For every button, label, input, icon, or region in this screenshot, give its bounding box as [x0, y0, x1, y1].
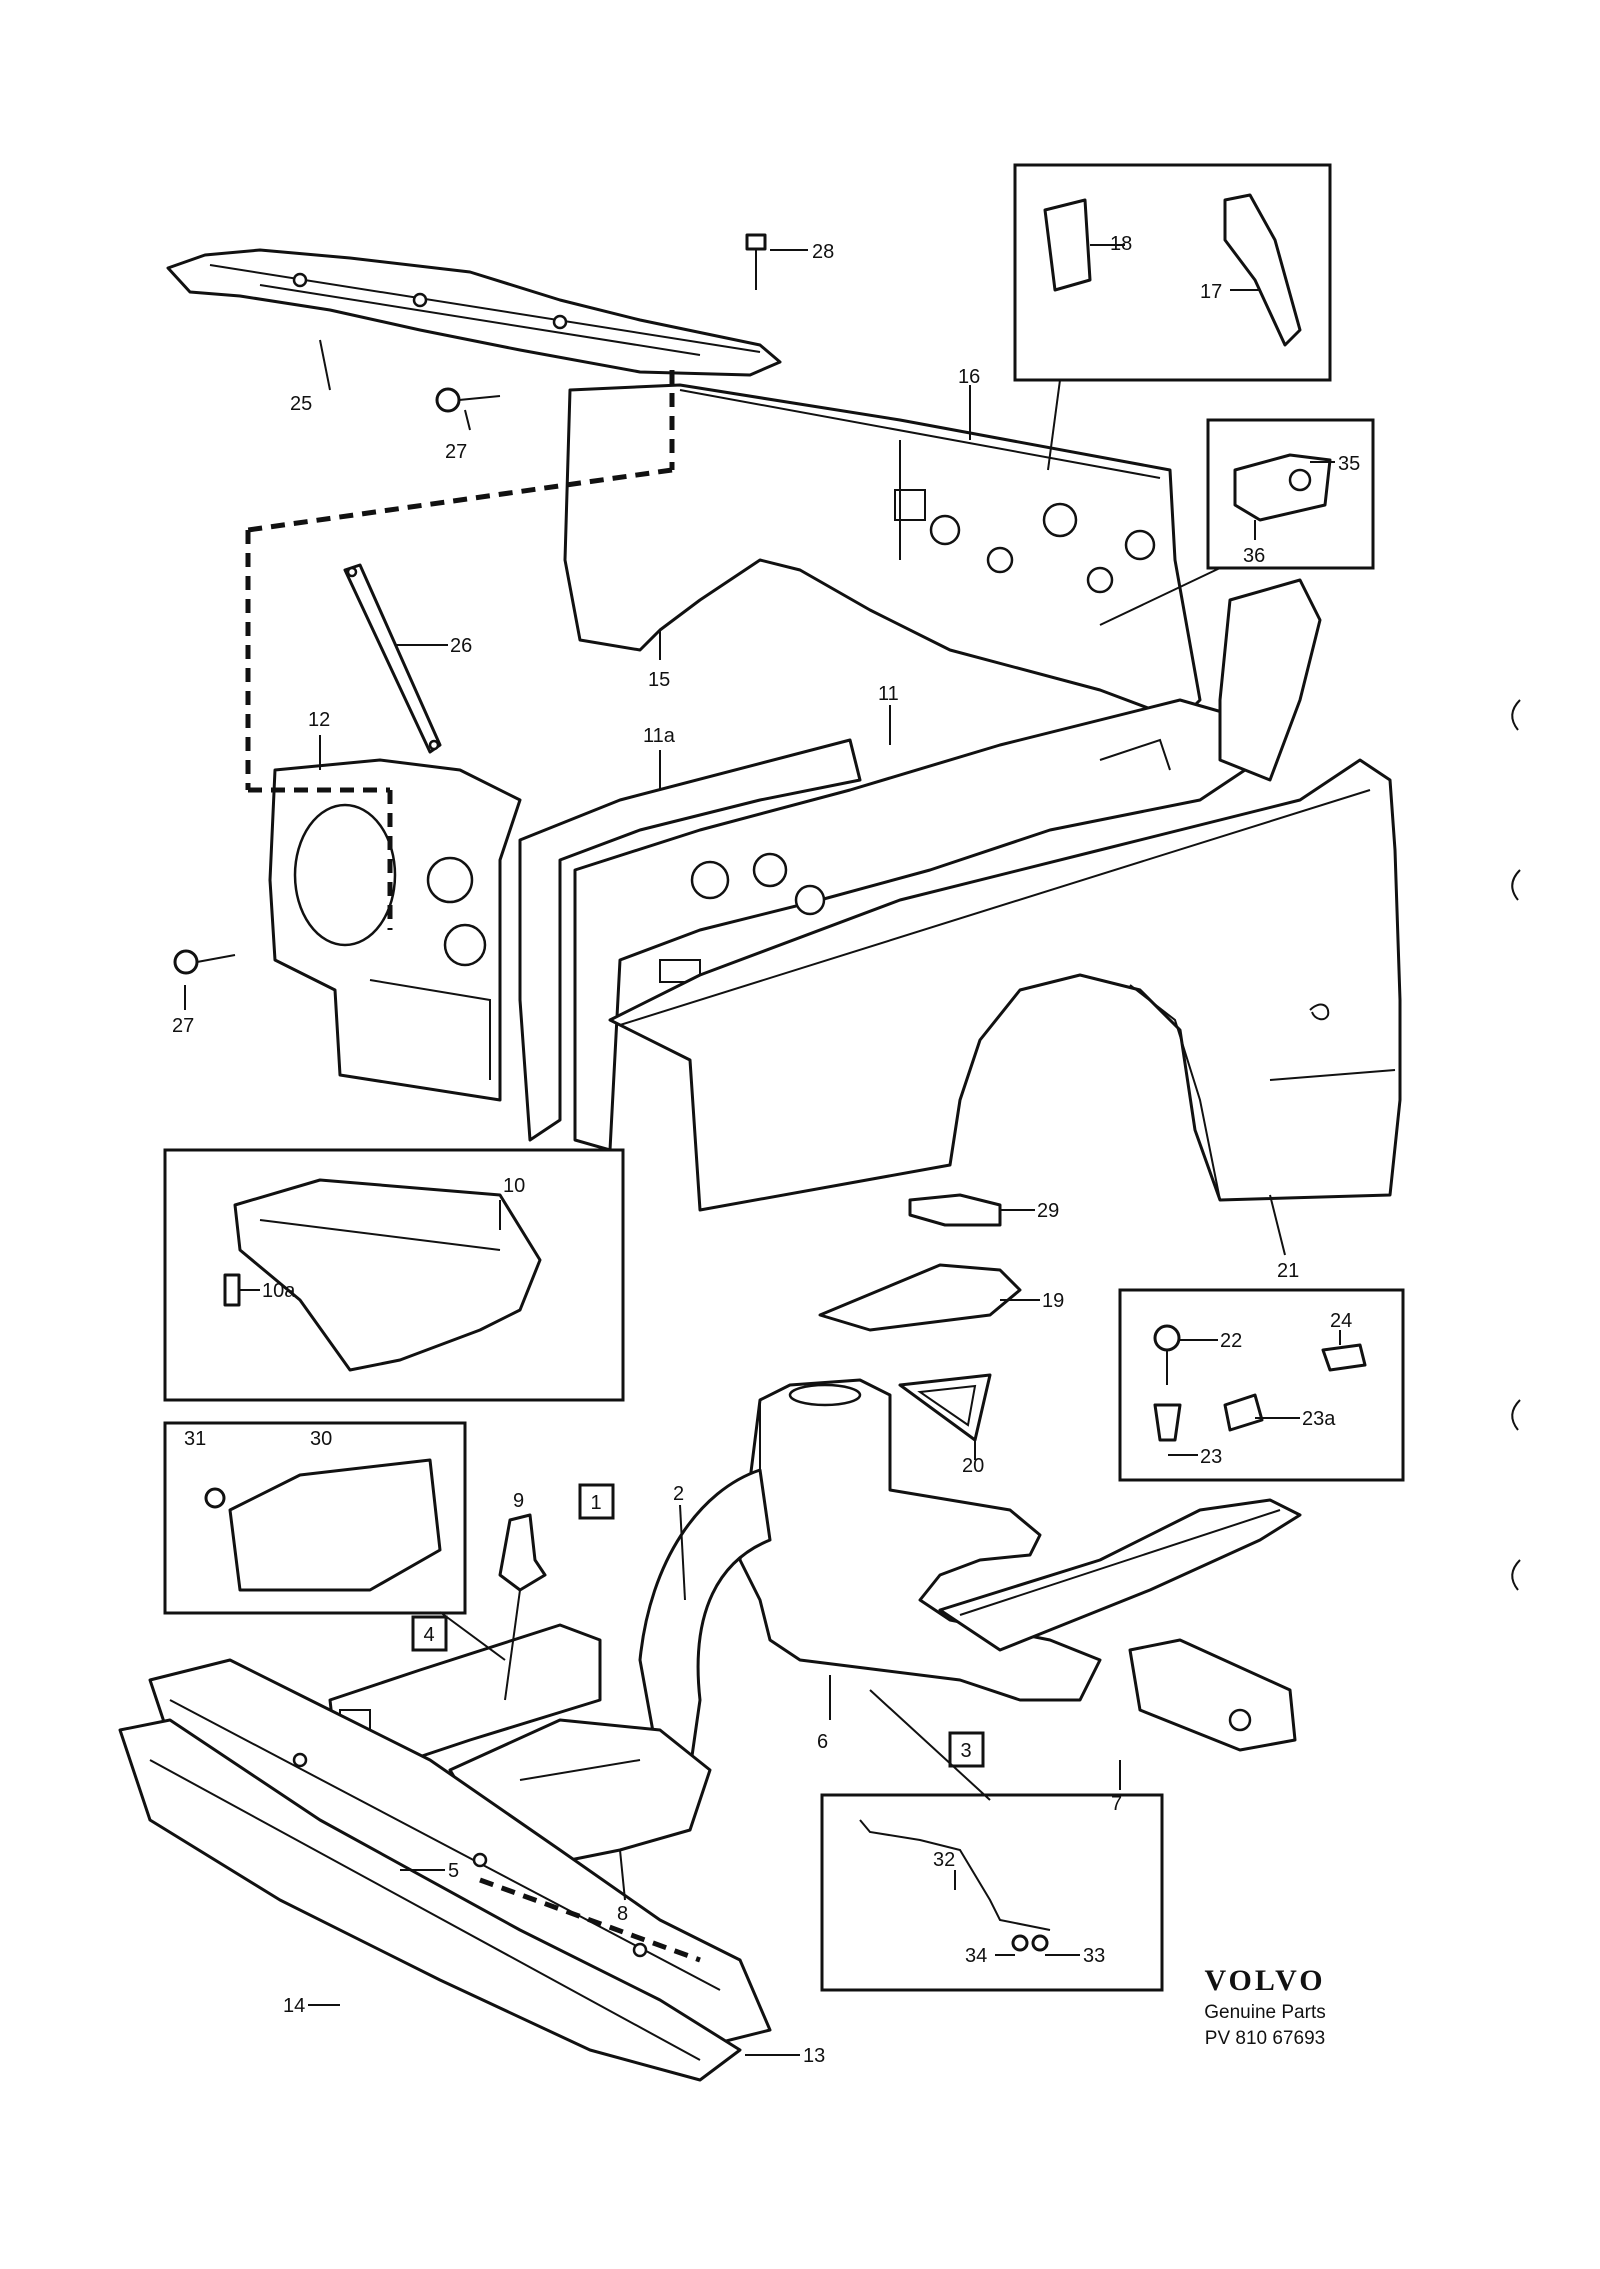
callout-36: 36 — [1243, 545, 1265, 567]
callout-12: 12 — [308, 709, 330, 731]
callout-35: 35 — [1338, 453, 1360, 475]
callout-9: 9 — [513, 1490, 524, 1512]
callout-labels: 28 25 27 16 18 17 35 36 15 26 12 11a 11 … — [172, 233, 1360, 2067]
bolt-27-left — [173, 949, 236, 975]
part-20-gusset — [898, 1373, 992, 1442]
callout-25: 25 — [290, 393, 312, 415]
callout-2: 2 — [673, 1483, 684, 1505]
callout-1: 1 — [590, 1492, 601, 1514]
part-12-headlamp-panel — [268, 758, 522, 1102]
callout-28: 28 — [812, 241, 834, 263]
detail-box-35-36 — [1206, 418, 1375, 570]
detail-box-22-24 — [1118, 1288, 1405, 1482]
callout-20: 20 — [962, 1455, 984, 1477]
callout-18: 18 — [1110, 233, 1132, 255]
callout-21: 21 — [1277, 1260, 1299, 1282]
part-2-wheel-housing — [638, 1378, 1102, 1772]
callout-34: 34 — [965, 1945, 987, 1967]
callout-31: 31 — [184, 1428, 206, 1450]
part-21-front-wing — [608, 758, 1402, 1212]
callout-13: 13 — [803, 2045, 825, 2067]
callout-27-left: 27 — [172, 1015, 194, 1037]
callout-27-upper: 27 — [445, 441, 467, 463]
brand-line-2: PV 810 67693 — [1205, 2028, 1325, 2049]
callout-11a: 11a — [643, 725, 676, 747]
callout-19: 19 — [1042, 1290, 1064, 1312]
callout-5: 5 — [448, 1860, 459, 1882]
assembly-dashed-lines — [245, 370, 701, 1963]
callout-14: 14 — [283, 1995, 305, 2017]
callout-7: 7 — [1111, 1793, 1122, 1815]
callout-4: 4 — [423, 1624, 434, 1646]
callout-24: 24 — [1330, 1310, 1352, 1332]
detail-box-17-18 — [1013, 163, 1332, 382]
part-19-bracket — [818, 1263, 1022, 1332]
bolt-28 — [745, 233, 767, 290]
ref-box-1: 1 — [578, 1483, 615, 1520]
part-11-apron — [573, 698, 1262, 1152]
part-26-stay — [343, 563, 442, 754]
bolt-27-upper — [435, 387, 501, 413]
callout-15: 15 — [648, 669, 670, 691]
callout-33: 33 — [1083, 1945, 1105, 1967]
detail-box-32-34 — [820, 1793, 1164, 1992]
callout-10a: 10a — [262, 1280, 296, 1302]
callout-16: 16 — [958, 366, 980, 388]
part-25-upper-crossmember — [166, 248, 782, 377]
brand-line-1: Genuine Parts — [1204, 2002, 1325, 2023]
part-14-lower-member — [118, 1718, 742, 2082]
ref-box-4: 4 — [411, 1615, 448, 1652]
callout-8: 8 — [617, 1903, 628, 1925]
detail-box-10 — [163, 1148, 625, 1402]
detail-box-30-31 — [163, 1421, 467, 1615]
callout-23a: 23a — [1302, 1408, 1336, 1430]
part-a-pillar-section — [1218, 578, 1322, 782]
callout-11: 11 — [878, 683, 899, 705]
callout-3: 3 — [960, 1740, 971, 1762]
callout-30: 30 — [310, 1428, 332, 1450]
part-7-bracket-block — [1128, 1638, 1297, 1752]
part-9-clip — [498, 1513, 547, 1701]
callout-17: 17 — [1200, 281, 1222, 303]
margin-marks — [1511, 699, 1521, 1591]
ref-box-3: 3 — [948, 1731, 985, 1768]
volvo-branding: VOLVO Genuine Parts PV 810 67693 — [1204, 1964, 1325, 2049]
brand-logo: VOLVO — [1204, 1964, 1325, 1997]
callout-26: 26 — [450, 635, 472, 657]
callout-10: 10 — [503, 1175, 525, 1197]
part-29-bracket — [908, 1193, 1002, 1227]
leader-lines — [184, 244, 1341, 2056]
part-16-cowl-panel — [563, 383, 1202, 722]
callout-32: 32 — [933, 1849, 955, 1871]
callout-22: 22 — [1220, 1330, 1242, 1352]
callout-29: 29 — [1037, 1200, 1059, 1222]
callout-6: 6 — [817, 1731, 828, 1753]
part-3-side-member — [938, 1498, 1302, 1652]
callout-23: 23 — [1200, 1446, 1222, 1468]
